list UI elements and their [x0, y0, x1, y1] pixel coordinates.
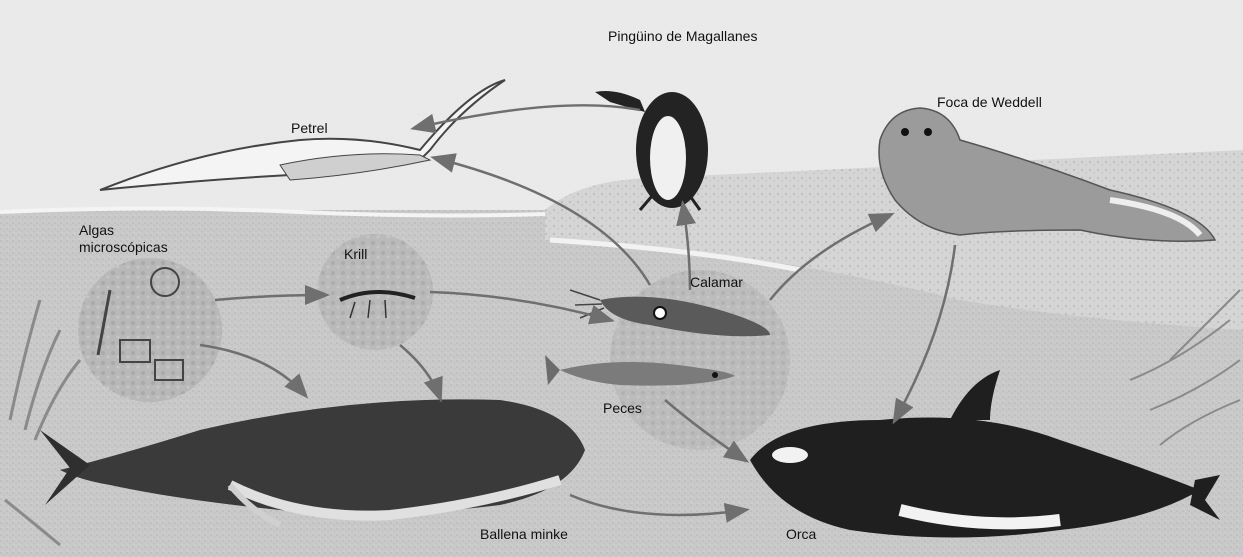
krill-illustration: [317, 234, 433, 350]
label-orca: Orca: [786, 526, 816, 543]
label-minke: Ballena minke: [480, 526, 568, 543]
label-petrel: Petrel: [291, 120, 328, 137]
label-fish: Peces: [603, 400, 642, 417]
label-squid: Calamar: [690, 274, 743, 291]
label-krill: Krill: [344, 246, 367, 263]
label-seal: Foca de Weddell: [937, 94, 1042, 111]
label-algae: Algas microscópicas: [79, 222, 168, 256]
label-penguin: Pingüino de Magallanes: [608, 28, 757, 45]
algae-illustration: [78, 258, 222, 402]
